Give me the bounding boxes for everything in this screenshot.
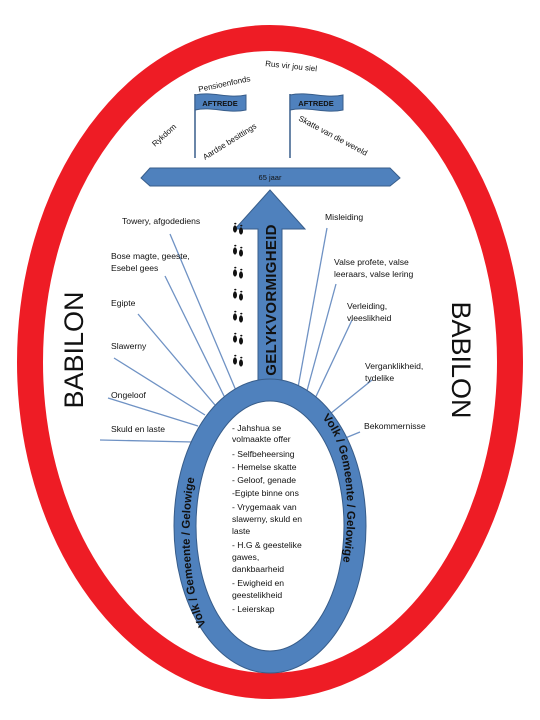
footprint-icon	[233, 244, 243, 257]
label-skuld-en-laste: Skuld en laste	[111, 424, 165, 434]
footprint-icon	[233, 288, 243, 301]
label-towery: Towery, afgodediens	[122, 216, 200, 226]
label-slawerny: Slawerny	[111, 341, 147, 351]
label-misleiding: Misleiding	[325, 212, 363, 222]
babilon-right-label: BABILON	[446, 301, 476, 418]
growth-arrow: GELYKVORMIGHEID	[233, 189, 307, 393]
label-egipte: Egipte	[111, 298, 136, 308]
label-bekommernisse: Bekommernisse	[364, 421, 426, 431]
flag-right: AFTREDE	[289, 93, 344, 158]
label-aardse-besittings: Aardse besittings	[201, 122, 258, 162]
believer-ring	[174, 379, 366, 673]
flag-left: AFTREDE	[194, 93, 247, 158]
age-bar-label: 65 jaar	[259, 173, 282, 182]
label-valse-profete: Valse profete, valse leeraars, valse ler…	[334, 257, 414, 279]
footprint-icon	[233, 332, 243, 345]
babilon-left-label: BABILON	[59, 291, 89, 408]
flag-right-label: AFTREDE	[298, 99, 333, 108]
footprint-icon	[233, 222, 243, 235]
blessings-list: - Jahshua se volmaakte offer - Selfbehee…	[232, 423, 304, 614]
label-verganklikheid: Verganklikheid, tydelike	[365, 361, 426, 383]
label-skatte-van-die-wereld: Skatte van die wereld	[297, 114, 369, 158]
label-rus-vir-jou-siel: Rus vir jou siel	[265, 59, 318, 73]
spokes-left	[99, 233, 238, 443]
label-verleiding: Verleiding, vleeslikheid	[347, 301, 392, 323]
label-rykdom: Rykdom	[150, 122, 178, 149]
label-pensioenfonds: Pensioenfonds	[198, 74, 252, 94]
footprint-icon	[233, 310, 243, 323]
footprint-icon	[233, 266, 243, 279]
label-bose-magte: Bose magte, geeste, Esebel gees	[111, 251, 192, 273]
footprint-icon	[233, 354, 243, 367]
flag-left-label: AFTREDE	[202, 99, 237, 108]
label-ongeloof: Ongeloof	[111, 390, 146, 400]
growth-arrow-label: GELYKVORMIGHEID	[263, 224, 280, 375]
footprints	[233, 222, 243, 367]
age-bar: 65 jaar	[140, 167, 401, 187]
babilon-ring	[17, 25, 523, 699]
